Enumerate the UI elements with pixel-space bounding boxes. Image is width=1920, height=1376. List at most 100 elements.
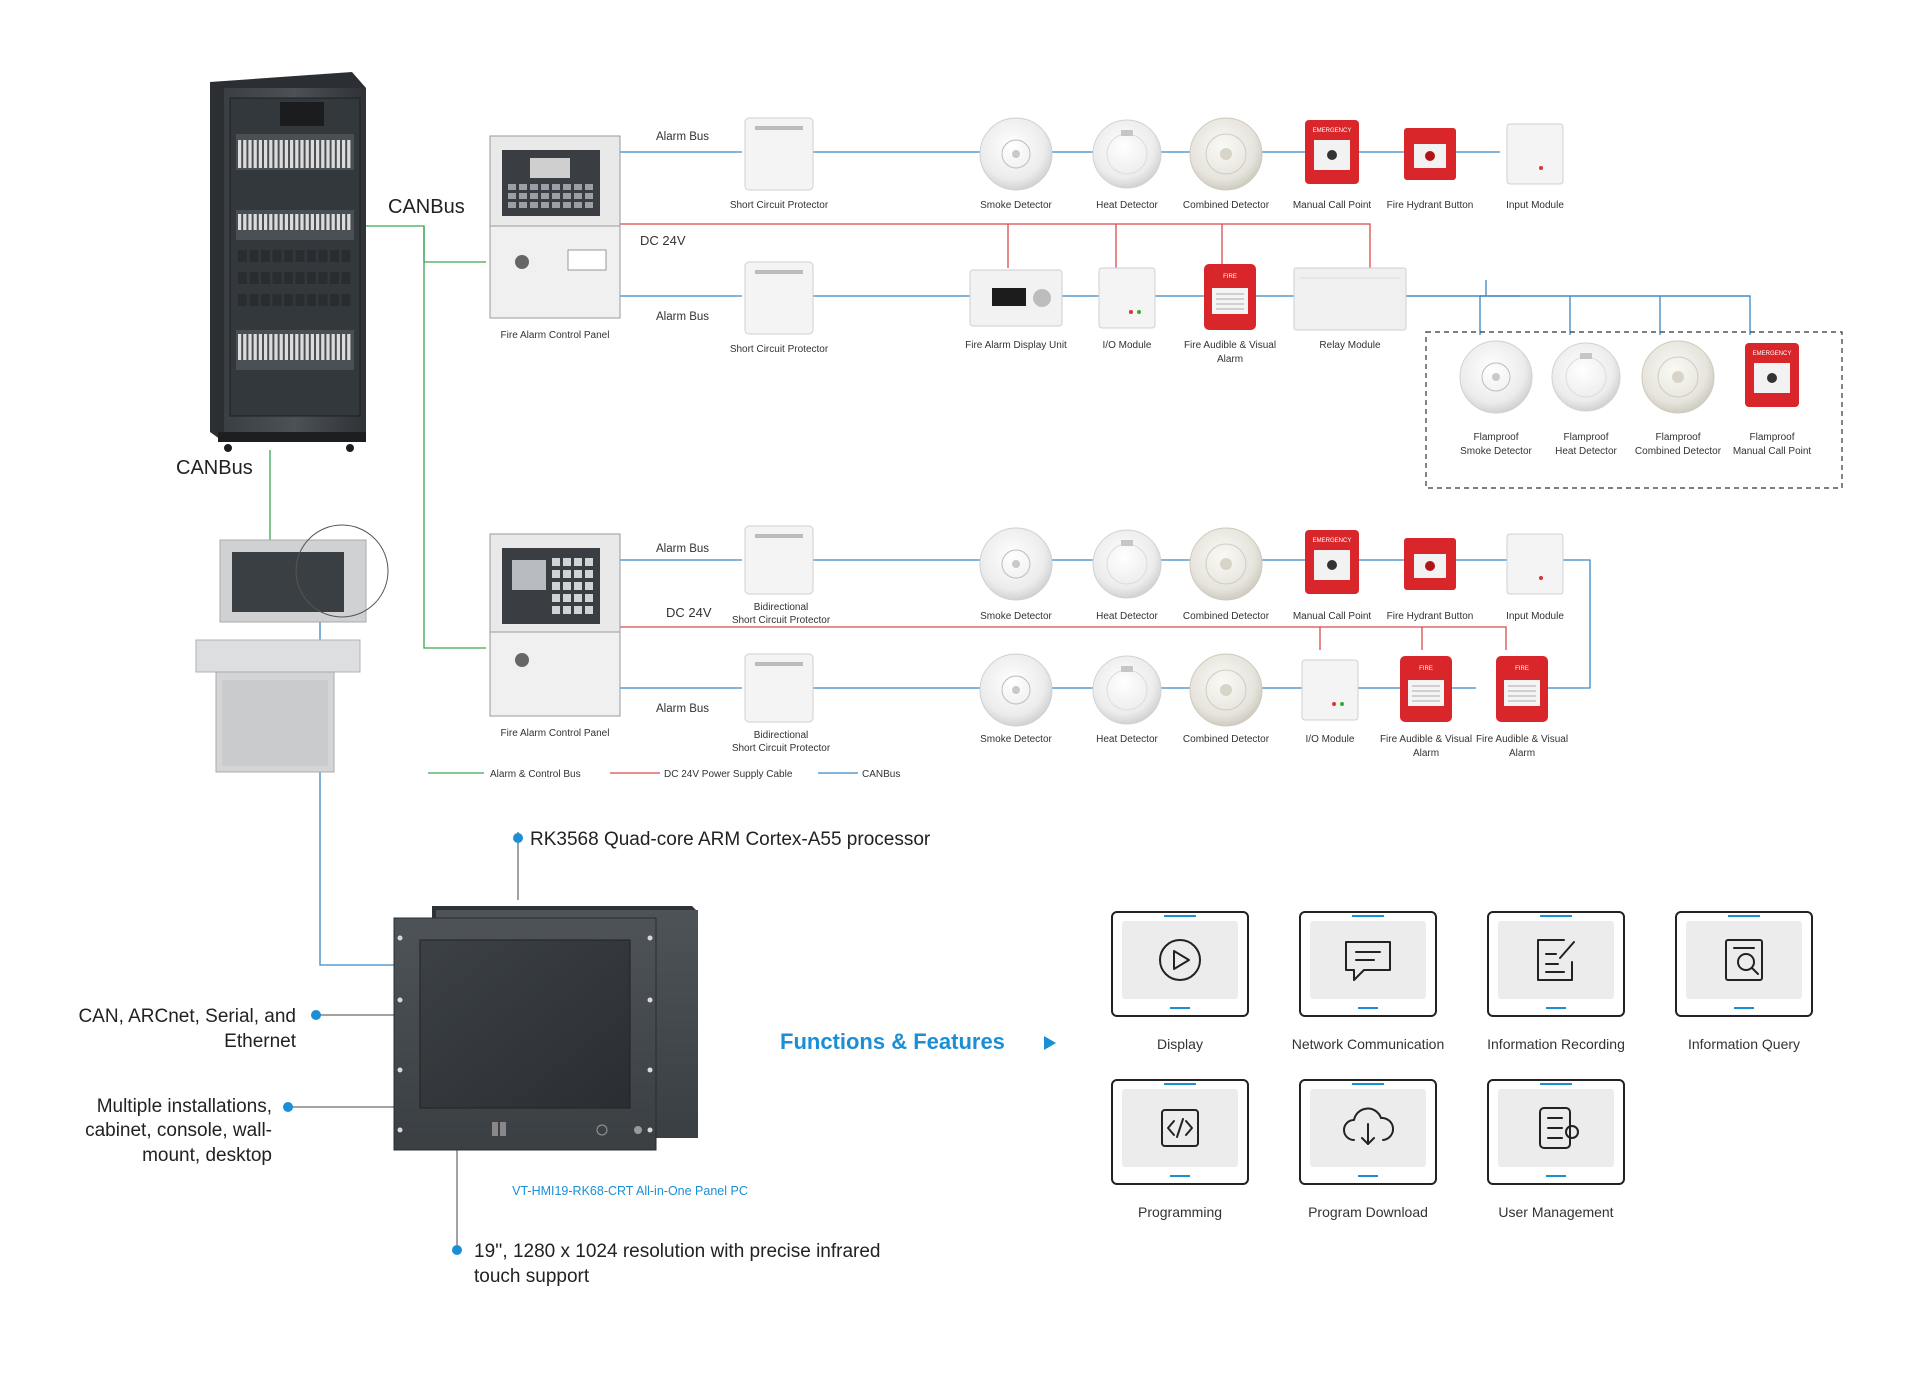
flameproof-label2-3: Manual Call Point bbox=[1733, 446, 1812, 457]
bidirectional-protector-1 bbox=[744, 525, 814, 595]
protector1-label: Short Circuit Protector bbox=[730, 200, 829, 211]
panel1-row1-label-2: Combined Detector bbox=[1183, 200, 1270, 211]
short-circuit-protector-1 bbox=[744, 117, 814, 191]
feature-card-4: Programming bbox=[1111, 1079, 1249, 1220]
panel2-row1-label-4: Fire Hydrant Button bbox=[1387, 611, 1474, 622]
panel1-row1-label-4: Fire Hydrant Button bbox=[1387, 200, 1474, 211]
fire-text: FIRE bbox=[1419, 666, 1433, 672]
panel1-row1-hydrant-device bbox=[1404, 128, 1456, 180]
short-circuit-protector-2 bbox=[744, 261, 814, 335]
panel2-bus2-label: Alarm Bus bbox=[656, 703, 709, 715]
interfaces-line2: Ethernet bbox=[224, 1031, 297, 1052]
panel2-row1-mcp-device: EMERGENCY bbox=[1305, 530, 1359, 594]
feature-label-2: Information Recording bbox=[1487, 1036, 1625, 1052]
dc24v-lines bbox=[620, 223, 1507, 650]
panel1-row2-display-device bbox=[969, 269, 1063, 327]
panel1-row2-label-2: Fire Audible & Visual bbox=[1184, 340, 1276, 351]
panel1-row1-combined-device bbox=[1189, 117, 1263, 191]
feature-label-6: User Management bbox=[1498, 1204, 1613, 1220]
panel-pc bbox=[393, 906, 698, 1151]
bidir-protector2-line2: Short Circuit Protector bbox=[732, 743, 831, 754]
panel1-bus2-label: Alarm Bus bbox=[656, 311, 709, 323]
panel1-row2-label-1: I/O Module bbox=[1103, 340, 1152, 351]
interfaces-dot bbox=[311, 1010, 321, 1020]
flameproof-label2-0: Smoke Detector bbox=[1460, 446, 1532, 457]
flameproof-heat-device bbox=[1551, 342, 1621, 412]
processor-dot bbox=[513, 833, 523, 843]
feature-grid: Display Network Communication Information … bbox=[1111, 911, 1813, 1220]
panel-pc-name: VT-HMI19-RK68-CRT All-in-One Panel PC bbox=[512, 1184, 748, 1198]
features-arrow-icon bbox=[1044, 1036, 1056, 1050]
panel2-row1-heat-device bbox=[1092, 529, 1162, 599]
feature-card-0: Display bbox=[1111, 911, 1249, 1052]
panel2-row2-label-2: Combined Detector bbox=[1183, 734, 1270, 745]
operator-console bbox=[195, 524, 389, 773]
interfaces-line1: CAN, ARCnet, Serial, and bbox=[78, 1006, 296, 1027]
processor-text: RK3568 Quad-core ARM Cortex-A55 processo… bbox=[530, 829, 931, 850]
fire-text: FIRE bbox=[1515, 666, 1529, 672]
search-document-icon bbox=[1725, 939, 1763, 981]
panel2-row2-label-5: Fire Audible & Visual bbox=[1476, 734, 1568, 745]
panel1-row1-input-device bbox=[1506, 123, 1564, 185]
panel1-row1-label-3: Manual Call Point bbox=[1293, 200, 1372, 211]
panel2-row2-label2-5: Alarm bbox=[1509, 748, 1535, 759]
legend-label-1: DC 24V Power Supply Cable bbox=[664, 769, 793, 780]
bidirectional-protector-2 bbox=[744, 653, 814, 723]
panel1-row2-label-0: Fire Alarm Display Unit bbox=[965, 340, 1067, 351]
panel1-row2-relay-device bbox=[1293, 267, 1407, 331]
panel2-row2-av-device-5: FIRE bbox=[1496, 656, 1548, 722]
panel2-row2-io-device-3 bbox=[1301, 659, 1359, 721]
installation-dot bbox=[283, 1102, 293, 1112]
feature-card-6: User Management bbox=[1487, 1079, 1625, 1220]
protector2-label: Short Circuit Protector bbox=[730, 344, 829, 355]
edit-document-icon bbox=[1537, 939, 1575, 981]
feature-card-5: Program Download bbox=[1299, 1079, 1437, 1220]
panel1-label: Fire Alarm Control Panel bbox=[501, 330, 610, 341]
panel1-row1-mcp-device: EMERGENCY bbox=[1305, 120, 1359, 184]
panel1-row2-av-device: FIRE bbox=[1204, 264, 1256, 330]
panel2-row1-label-5: Input Module bbox=[1506, 611, 1564, 622]
panel2-row1-combined-device bbox=[1189, 527, 1263, 601]
panel1-row1-smoke-device bbox=[979, 117, 1053, 191]
panel2-row2-av-device-4: FIRE bbox=[1400, 656, 1452, 722]
legend-label-0: Alarm & Control Bus bbox=[490, 769, 581, 780]
flameproof-label2-2: Combined Detector bbox=[1635, 446, 1722, 457]
emergency-text: EMERGENCY bbox=[1313, 128, 1352, 134]
panel2-label: Fire Alarm Control Panel bbox=[501, 728, 610, 739]
flameproof-combined-device bbox=[1641, 340, 1715, 414]
panel2-bus1-label: Alarm Bus bbox=[656, 543, 709, 555]
panel2-row2-smoke-device-0 bbox=[979, 653, 1053, 727]
features-title: Functions & Features bbox=[780, 1029, 1005, 1054]
flameproof-label2-1: Heat Detector bbox=[1555, 446, 1617, 457]
code-icon bbox=[1161, 1109, 1199, 1147]
wire-legend: Alarm & Control Bus DC 24V Power Supply C… bbox=[428, 769, 900, 780]
panel2-row1-label-0: Smoke Detector bbox=[980, 611, 1052, 622]
flameproof-smoke-device bbox=[1459, 340, 1533, 414]
feature-label-0: Display bbox=[1157, 1036, 1203, 1052]
feature-label-1: Network Communication bbox=[1292, 1036, 1445, 1052]
flameproof-label1-3: Flamproof bbox=[1749, 432, 1794, 443]
panel2-dc-label: DC 24V bbox=[666, 605, 712, 620]
panel2-row1-hydrant-device bbox=[1404, 538, 1456, 590]
user-list-icon bbox=[1539, 1107, 1579, 1149]
feature-label-4: Programming bbox=[1138, 1204, 1222, 1220]
chat-icon bbox=[1345, 941, 1391, 981]
display-spec-line1: 19'', 1280 x 1024 resolution with precis… bbox=[474, 1241, 881, 1262]
display-spec-line2: touch support bbox=[474, 1266, 590, 1287]
display-spec-dot bbox=[452, 1245, 462, 1255]
canbus-label-top: CANBus bbox=[388, 196, 465, 218]
panel1-row2-io-device bbox=[1098, 267, 1156, 329]
panel1-row1-label-0: Smoke Detector bbox=[980, 200, 1052, 211]
installation-line1: Multiple installations, bbox=[97, 1096, 272, 1117]
installation-line3: mount, desktop bbox=[142, 1145, 272, 1166]
flameproof-label1-1: Flamproof bbox=[1563, 432, 1608, 443]
panel2-row2-label-4: Fire Audible & Visual bbox=[1380, 734, 1472, 745]
panel1-dc-label: DC 24V bbox=[640, 233, 686, 248]
panel2-row1-label-1: Heat Detector bbox=[1096, 611, 1158, 622]
installation-line2: cabinet, console, wall- bbox=[85, 1120, 272, 1141]
fire-text: FIRE bbox=[1223, 274, 1237, 280]
flameproof-group-box bbox=[1425, 331, 1843, 489]
panel2-row2-label2-4: Alarm bbox=[1413, 748, 1439, 759]
bidir-protector1-line2: Short Circuit Protector bbox=[732, 615, 831, 626]
panel1-bus1-label: Alarm Bus bbox=[656, 131, 709, 143]
